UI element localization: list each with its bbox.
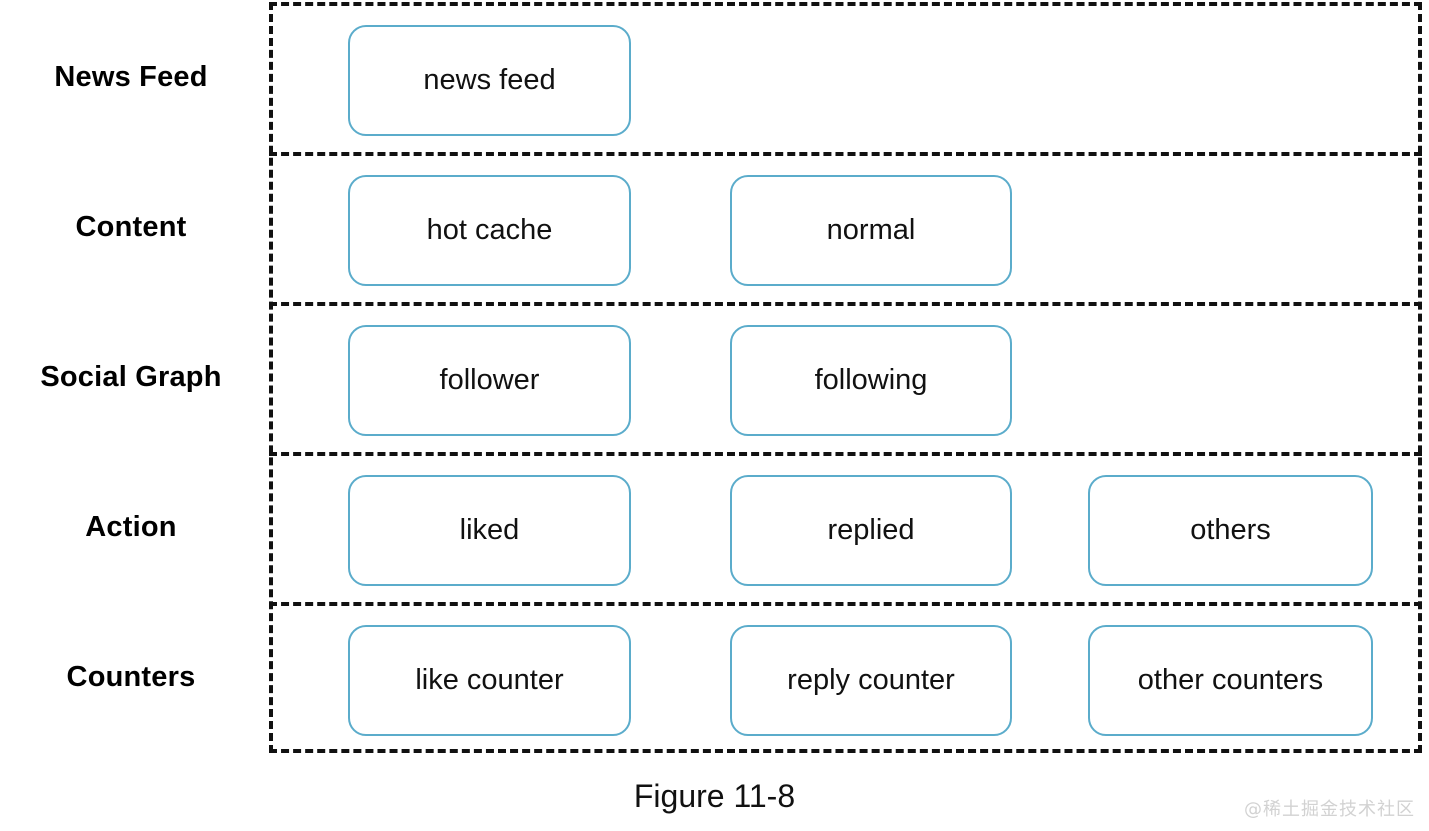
node-other-counters[interactable]: other counters	[1088, 625, 1373, 736]
row-divider-1	[269, 152, 1422, 156]
node-hot-cache[interactable]: hot cache	[348, 175, 631, 286]
node-reply-counter[interactable]: reply counter	[730, 625, 1012, 736]
node-normal[interactable]: normal	[730, 175, 1012, 286]
row-label-social-graph: Social Graph	[40, 360, 222, 393]
dashed-matrix-container: news feed hot cache normal follower foll…	[269, 2, 1422, 753]
node-label: like counter	[415, 664, 564, 696]
node-label: reply counter	[787, 664, 955, 696]
node-like-counter[interactable]: like counter	[348, 625, 631, 736]
row-label-news-feed: News Feed	[54, 60, 208, 93]
node-news-feed[interactable]: news feed	[348, 25, 631, 136]
node-others[interactable]: others	[1088, 475, 1373, 586]
node-liked[interactable]: liked	[348, 475, 631, 586]
row-divider-2	[269, 302, 1422, 306]
node-label: hot cache	[426, 214, 553, 246]
node-replied[interactable]: replied	[730, 475, 1012, 586]
row-label-action: Action	[85, 510, 177, 543]
node-following[interactable]: following	[730, 325, 1012, 436]
node-label: news feed	[423, 64, 556, 96]
node-label: normal	[826, 214, 916, 246]
node-label: other counters	[1137, 664, 1324, 696]
watermark: @稀土掘金技术社区	[1244, 799, 1415, 820]
node-follower[interactable]: follower	[348, 325, 631, 436]
row-label-column: News Feed Content Social Graph Action Co…	[0, 0, 262, 753]
node-label: follower	[439, 364, 540, 396]
node-label: replied	[827, 514, 915, 546]
row-divider-4	[269, 602, 1422, 606]
node-label: others	[1190, 514, 1271, 546]
row-divider-3	[269, 452, 1422, 456]
node-label: following	[814, 364, 928, 396]
row-label-content: Content	[75, 210, 187, 243]
row-label-counters: Counters	[66, 661, 196, 693]
figure-caption: Figure 11-8	[633, 778, 796, 814]
node-label: liked	[459, 514, 520, 546]
